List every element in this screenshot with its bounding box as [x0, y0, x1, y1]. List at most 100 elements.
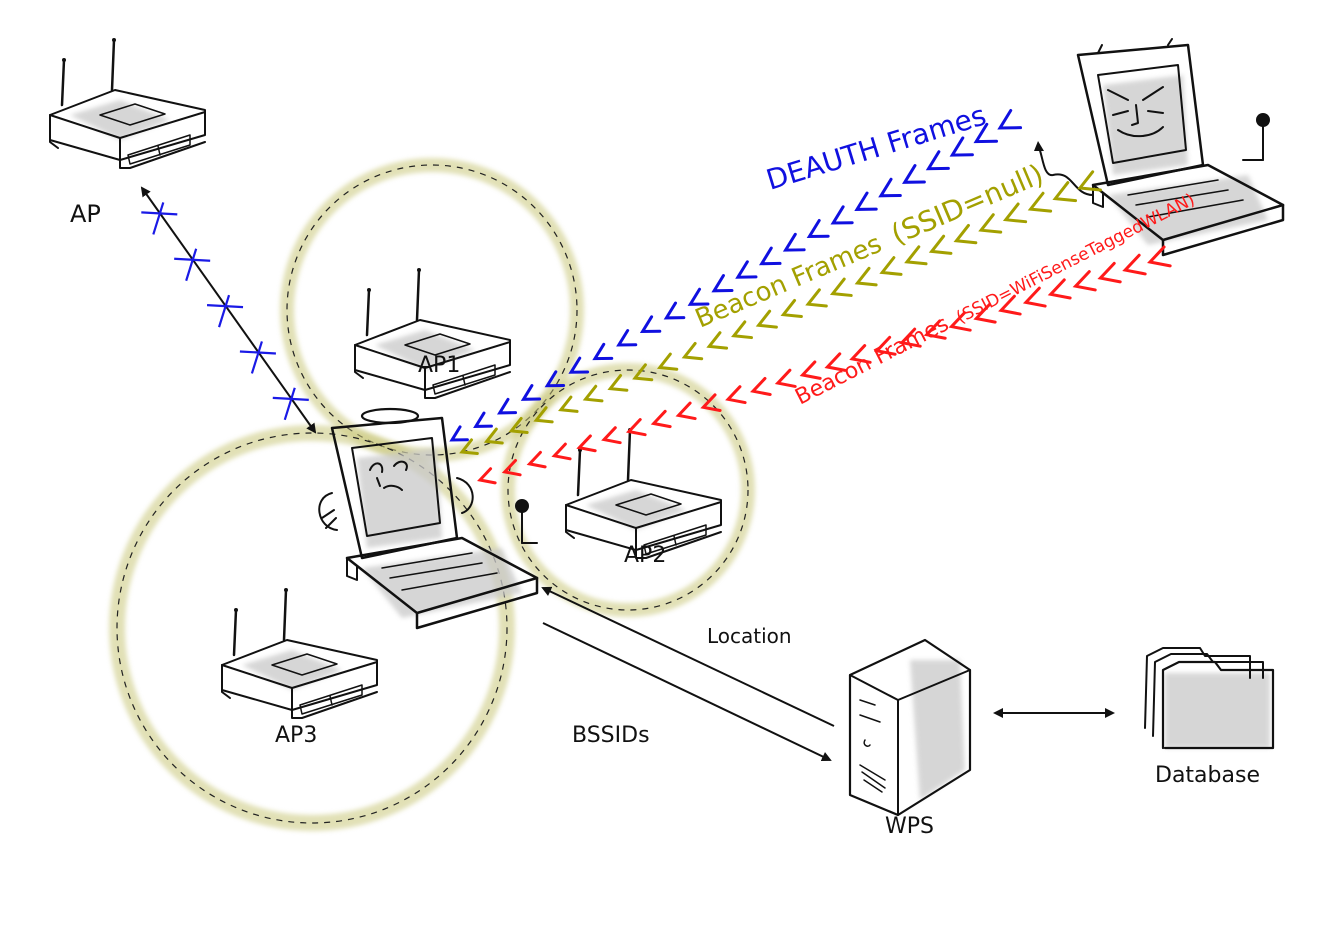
chevron-icon: [681, 341, 704, 361]
chevron-icon: [731, 320, 753, 340]
chevron-icon: [901, 164, 926, 184]
folder-stack-icon: [1144, 647, 1275, 750]
chevron-icon: [616, 329, 638, 347]
chevron-icon: [904, 245, 928, 266]
coverage-area-ap2: [501, 363, 755, 617]
chevron-icon: [449, 425, 469, 442]
chevron-icon: [1097, 261, 1122, 284]
ap3-label: AP3: [275, 723, 317, 748]
antenna-icon: [515, 499, 529, 513]
beacon-tagged-label: Beacon Frames (SSID=WiFiSenseTaggedWLAN): [791, 186, 1198, 410]
chevron-icon: [755, 309, 778, 329]
chevron-icon: [1072, 270, 1097, 292]
chevron-icon: [997, 108, 1023, 130]
chevron-icon: [758, 246, 782, 266]
chevron-icon: [925, 150, 950, 171]
chevron-icon: [650, 409, 672, 429]
chevron-icon: [735, 260, 758, 279]
chevron-icon: [949, 136, 974, 157]
blocked-mark-icon: [272, 387, 309, 421]
bssids-label: BSSIDs: [572, 723, 650, 748]
chevron-icon: [625, 418, 647, 437]
chevron-icon: [879, 256, 903, 276]
chevron-icon: [830, 205, 854, 225]
angel-laptop-icon: [318, 407, 537, 628]
chevron-icon: [928, 234, 953, 255]
svg-text:Beacon Frames (SSID=WiFi: Beacon Frames (SSID=WiFiSenseTaggedWLAN): [791, 186, 1198, 410]
beacon-null-frames-stream: [459, 170, 1102, 456]
bssids-edge: BSSIDs: [542, 622, 832, 762]
halo-icon: [360, 407, 420, 425]
chevron-icon: [526, 450, 547, 469]
chevron-icon: [558, 395, 579, 413]
chevron-icon: [687, 287, 710, 306]
chevron-icon: [948, 311, 972, 332]
database-node[interactable]: Database: [1144, 647, 1275, 788]
chevron-icon: [544, 370, 566, 388]
access-point-ap3[interactable]: AP3: [222, 588, 377, 748]
chevron-icon: [706, 331, 729, 350]
chevron-icon: [973, 122, 999, 144]
access-point-ap2[interactable]: AP2: [566, 428, 721, 568]
database-label: Database: [1155, 763, 1260, 788]
chevron-icon: [998, 294, 1022, 316]
chevron-icon: [874, 335, 897, 356]
access-point-ap[interactable]: AP: [50, 38, 205, 228]
ap-label: AP: [70, 200, 101, 228]
chevron-icon: [483, 427, 504, 445]
chevron-icon: [854, 191, 878, 211]
router-icon: [355, 268, 510, 398]
chevron-icon: [923, 319, 947, 340]
chevron-icon: [1047, 278, 1072, 300]
server-icon: [848, 638, 972, 817]
chevron-icon: [520, 384, 542, 401]
chevron-icon: [663, 301, 686, 320]
chevron-icon: [473, 411, 493, 428]
chevron-icon: [806, 219, 830, 239]
chevron-icon: [459, 438, 479, 456]
chevron-icon: [1077, 170, 1102, 192]
chevron-icon: [1052, 181, 1078, 203]
chevron-icon: [592, 342, 614, 361]
ap2-label: AP2: [624, 543, 666, 568]
chevron-icon: [477, 467, 497, 485]
chevron-icon: [576, 434, 597, 453]
chevron-icon: [711, 274, 734, 293]
access-point-ap1[interactable]: AP1: [355, 268, 510, 398]
chevron-icon: [607, 374, 629, 392]
chevron-icon: [496, 397, 518, 415]
devil-laptop-icon: [1034, 38, 1283, 255]
chevron-icon: [1122, 253, 1147, 276]
chevron-icon: [1027, 191, 1053, 213]
devil-tail-icon: [1034, 141, 1044, 151]
chevron-icon: [973, 302, 997, 324]
chevron-icon: [675, 401, 697, 421]
antenna-icon: [1256, 113, 1270, 127]
attacker-laptop[interactable]: [1034, 38, 1283, 255]
victim-laptop[interactable]: [318, 407, 537, 628]
chevron-icon: [639, 315, 662, 334]
chevron-icon: [1147, 245, 1172, 268]
chevron-icon: [953, 223, 978, 245]
chevron-icon: [849, 344, 872, 364]
chevron-icon: [782, 232, 806, 252]
location-label: Location: [707, 624, 792, 648]
wps-label: WPS: [885, 814, 934, 839]
router-icon: [50, 38, 205, 168]
chevron-icon: [551, 442, 572, 461]
chevron-icon: [582, 384, 604, 403]
blocked-mark-icon: [206, 294, 244, 328]
chevron-icon: [632, 363, 654, 382]
chevron-icon: [700, 393, 722, 413]
chevron-icon: [799, 360, 822, 380]
chevron-icon: [805, 288, 828, 308]
chevron-icon: [1002, 202, 1028, 224]
deauth-frames-stream: [449, 108, 1023, 442]
blocked-link-ap-victim: [140, 186, 317, 434]
wps-server[interactable]: WPS: [848, 638, 972, 839]
chevron-icon: [878, 177, 902, 198]
router-icon: [566, 428, 721, 558]
chevron-icon: [978, 213, 1003, 234]
chevron-icon: [824, 352, 847, 372]
